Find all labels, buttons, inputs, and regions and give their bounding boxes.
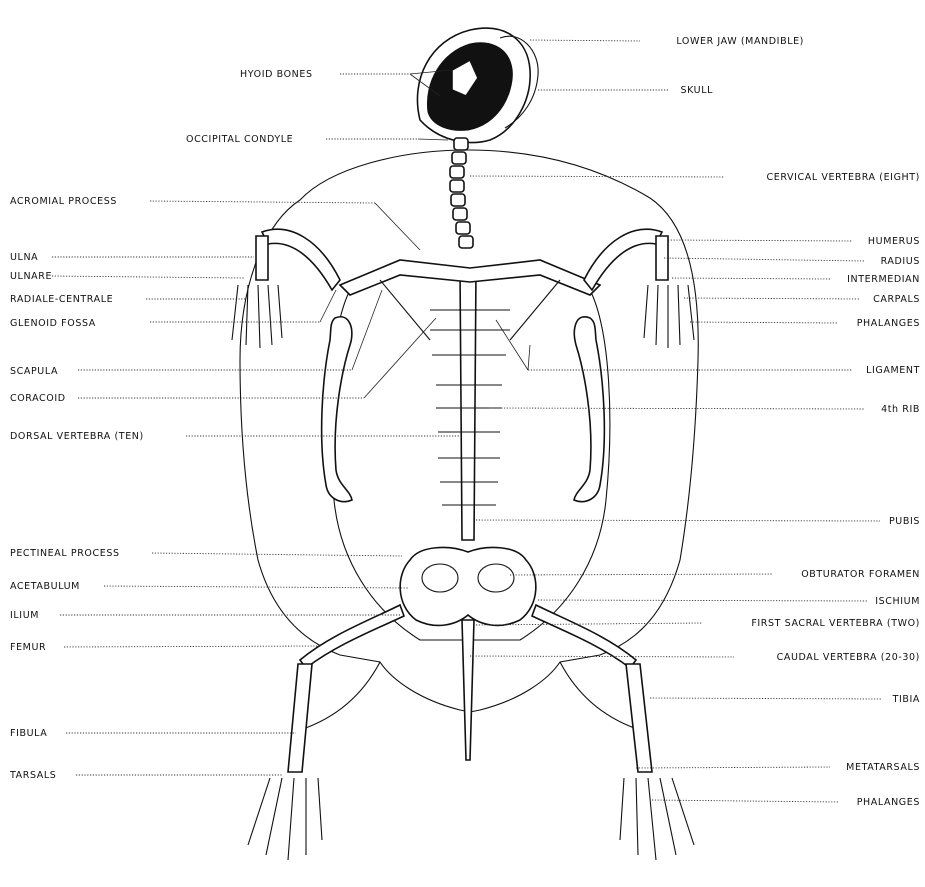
label-pectineal-process: PECTINEAL PROCESS <box>10 548 120 559</box>
label-humerus: HUMERUS <box>868 236 920 247</box>
label-ligament: LIGAMENT <box>866 365 920 376</box>
label-carpals: CARPALS <box>873 294 920 305</box>
label-ulna: ULNA <box>10 252 38 263</box>
label-ulnare: ULNARE <box>10 271 52 282</box>
right-forefoot <box>644 285 694 348</box>
left-humerus <box>262 229 340 290</box>
label-fibula: FIBULA <box>10 728 47 739</box>
tail <box>462 620 474 760</box>
scapula-right <box>510 280 560 340</box>
label-cervical-vertebra: CERVICAL VERTEBRA (EIGHT) <box>767 172 920 183</box>
left-forefoot <box>232 285 282 348</box>
label-first-sacral-vertebra: FIRST SACRAL VERTEBRA (TWO) <box>751 618 920 629</box>
left-shank <box>288 664 312 772</box>
label-radiale-centrale: RADIALE-CENTRALE <box>10 294 113 305</box>
skeleton-illustration <box>232 28 698 860</box>
left-labels: HYOID BONES OCCIPITAL CONDYLE ACROMIAL P… <box>9 69 313 781</box>
label-occipital-condyle: OCCIPITAL CONDYLE <box>186 134 293 145</box>
label-acromial-process: ACROMIAL PROCESS <box>10 196 117 207</box>
label-ischium: ISCHIUM <box>875 596 920 607</box>
cervical-chain <box>450 138 473 248</box>
label-coracoid: CORACOID <box>10 393 66 404</box>
right-hindfoot <box>620 778 694 860</box>
label-skull: SKULL <box>680 85 713 96</box>
label-acetabulum: ACETABULUM <box>10 581 80 592</box>
label-pubis: PUBIS <box>889 516 920 527</box>
right-labels: LOWER JAW (MANDIBLE) SKULL CERVICAL VERT… <box>676 36 920 808</box>
label-glenoid-fossa: GLENOID FOSSA <box>10 318 96 329</box>
label-metatarsals: METATARSALS <box>846 762 920 773</box>
right-shank <box>626 664 652 772</box>
label-caudal-vertebra: CAUDAL VERTEBRA (20-30) <box>777 652 920 663</box>
label-obturator-foramen: OBTURATOR FORAMEN <box>801 569 920 580</box>
label-phalanges-hind: PHALANGES <box>857 797 920 808</box>
label-lower-jaw: LOWER JAW (MANDIBLE) <box>676 36 804 47</box>
left-femur <box>300 605 404 668</box>
label-ilium: ILIUM <box>10 610 39 621</box>
label-tarsals: TARSALS <box>9 770 56 781</box>
label-scapula: SCAPULA <box>10 366 58 377</box>
left-hindfoot <box>248 778 322 860</box>
label-tibia: TIBIA <box>892 694 920 705</box>
right-humerus <box>584 229 662 290</box>
right-bridge-bone <box>574 317 604 502</box>
label-femur: FEMUR <box>10 642 46 653</box>
label-radius: RADIUS <box>881 256 920 267</box>
pelvis <box>400 547 536 625</box>
right-forearm <box>656 236 668 280</box>
label-intermedian: INTERMEDIAN <box>847 274 920 285</box>
label-dorsal-vertebra: DORSAL VERTEBRA (TEN) <box>10 431 144 442</box>
label-hyoid-bones: HYOID BONES <box>240 69 313 80</box>
left-bridge-bone <box>322 317 352 502</box>
left-forearm <box>256 236 268 280</box>
label-4th-rib: 4th RIB <box>881 404 920 415</box>
label-phalanges-fore: PHALANGES <box>857 318 920 329</box>
scapula-left <box>380 280 430 340</box>
right-femur <box>532 605 636 668</box>
